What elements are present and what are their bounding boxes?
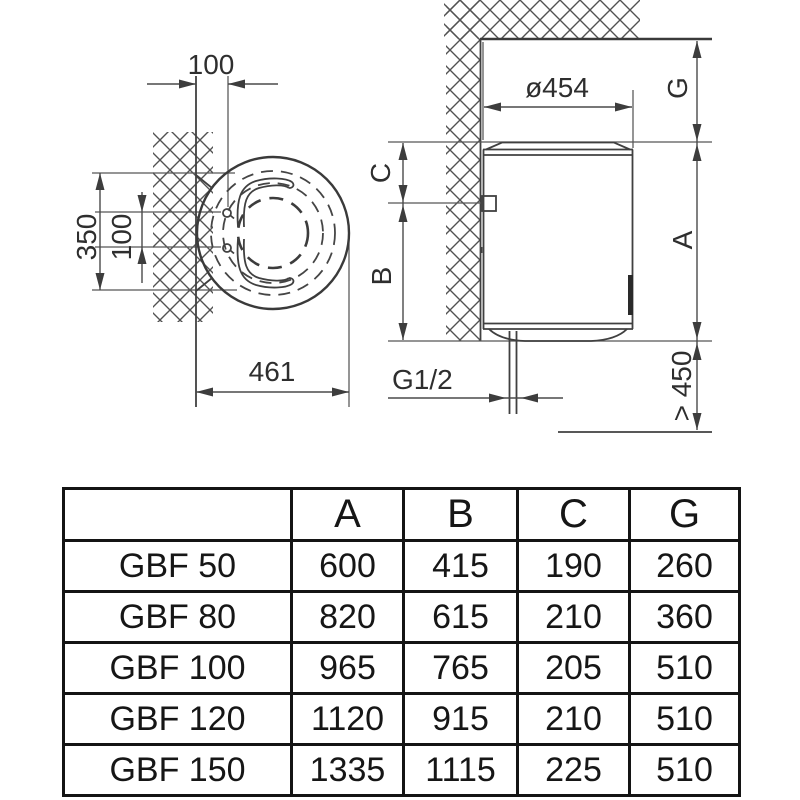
mounting-hole-upper [222, 208, 232, 218]
dimension-spec-table: A B C G GBF 50 600 415 190 260 GBF 80 82… [62, 487, 741, 797]
mounting-hole-lower [222, 243, 232, 253]
dim-label-a: A [667, 230, 698, 249]
column-header-b: B [402, 487, 519, 542]
dimension-lines [388, 41, 698, 430]
dim-label-pipe-thread: G1/2 [392, 364, 453, 395]
table-cell: 615 [402, 590, 519, 644]
outlet-pipe [508, 331, 518, 414]
table-cell: 1115 [402, 743, 519, 797]
table-cell: 510 [628, 743, 741, 797]
top-view-diagram: 100 350 100 461 [71, 49, 351, 407]
table-row: GBF 50 600 415 190 260 [62, 539, 741, 593]
table-cell: 600 [290, 539, 405, 593]
column-header-model [62, 487, 293, 542]
table-cell: 820 [290, 590, 405, 644]
table-row: GBF 150 1335 1115 225 510 [62, 743, 741, 797]
mounting-bracket-lower-hook [236, 238, 295, 289]
tank-dashed-circle [222, 182, 324, 284]
table-cell: 510 [628, 641, 741, 695]
table-cell: 765 [402, 641, 519, 695]
wall-hatch-side-view [446, 0, 480, 341]
table-row: GBF 120 1120 915 210 510 [62, 692, 741, 746]
table-row: GBF 100 965 765 205 510 [62, 641, 741, 695]
mounting-bracket-upper-hook [236, 177, 295, 228]
table-cell: 260 [628, 539, 741, 593]
model-cell: GBF 80 [62, 590, 293, 644]
dimension-diagrams: 100 350 100 461 [71, 0, 712, 433]
table-cell: 210 [516, 692, 631, 746]
bracket-wall-notches [195, 174, 213, 292]
extension-lines [92, 76, 350, 407]
heater-body-circle [195, 155, 351, 311]
dim-label-hole-spacing: 100 [106, 214, 137, 261]
dim-label-bracket-height: 350 [71, 214, 102, 261]
mounting-hole-tails [229, 214, 235, 255]
side-view-diagram: ø454 G C B A G1/2 > 450 [365, 0, 712, 433]
dim-label-diameter: ø454 [525, 72, 589, 103]
model-cell: GBF 100 [62, 641, 293, 695]
table-cell: 915 [402, 692, 519, 746]
table-header: A B C G [62, 487, 741, 542]
model-cell: GBF 150 [62, 743, 293, 797]
table-cell: 415 [402, 539, 519, 593]
table-cell: 965 [290, 641, 405, 695]
model-cell: GBF 50 [62, 539, 293, 593]
table-cell: 360 [628, 590, 741, 644]
dim-label-wall-offset: 100 [188, 49, 235, 80]
table-cell: 1120 [290, 692, 405, 746]
table-cell: 210 [516, 590, 631, 644]
column-header-a: A [290, 487, 405, 542]
table-cell: 225 [516, 743, 631, 797]
core-dashed-circle [236, 196, 310, 270]
model-cell: GBF 120 [62, 692, 293, 746]
dim-label-floor-clearance: > 450 [666, 351, 697, 422]
table-cell: 1335 [290, 743, 405, 797]
dim-label-depth: 461 [249, 356, 296, 387]
dim-label-c: C [365, 163, 396, 183]
wall-bracket [481, 195, 497, 212]
dim-label-b: B [366, 267, 397, 286]
wall-hatch-top-view [153, 132, 213, 322]
inner-shell-dashed-circle [210, 170, 336, 296]
column-header-c: C [516, 487, 631, 542]
table-row: GBF 80 820 615 210 360 [62, 590, 741, 644]
dimension-lines [99, 83, 349, 393]
column-header-g: G [628, 487, 741, 542]
dim-label-g: G [662, 77, 693, 99]
table-cell: 510 [628, 692, 741, 746]
heater-body-side [480, 141, 634, 414]
table-cell: 190 [516, 539, 631, 593]
table-header-row: A B C G [62, 487, 741, 542]
table-cell: 205 [516, 641, 631, 695]
